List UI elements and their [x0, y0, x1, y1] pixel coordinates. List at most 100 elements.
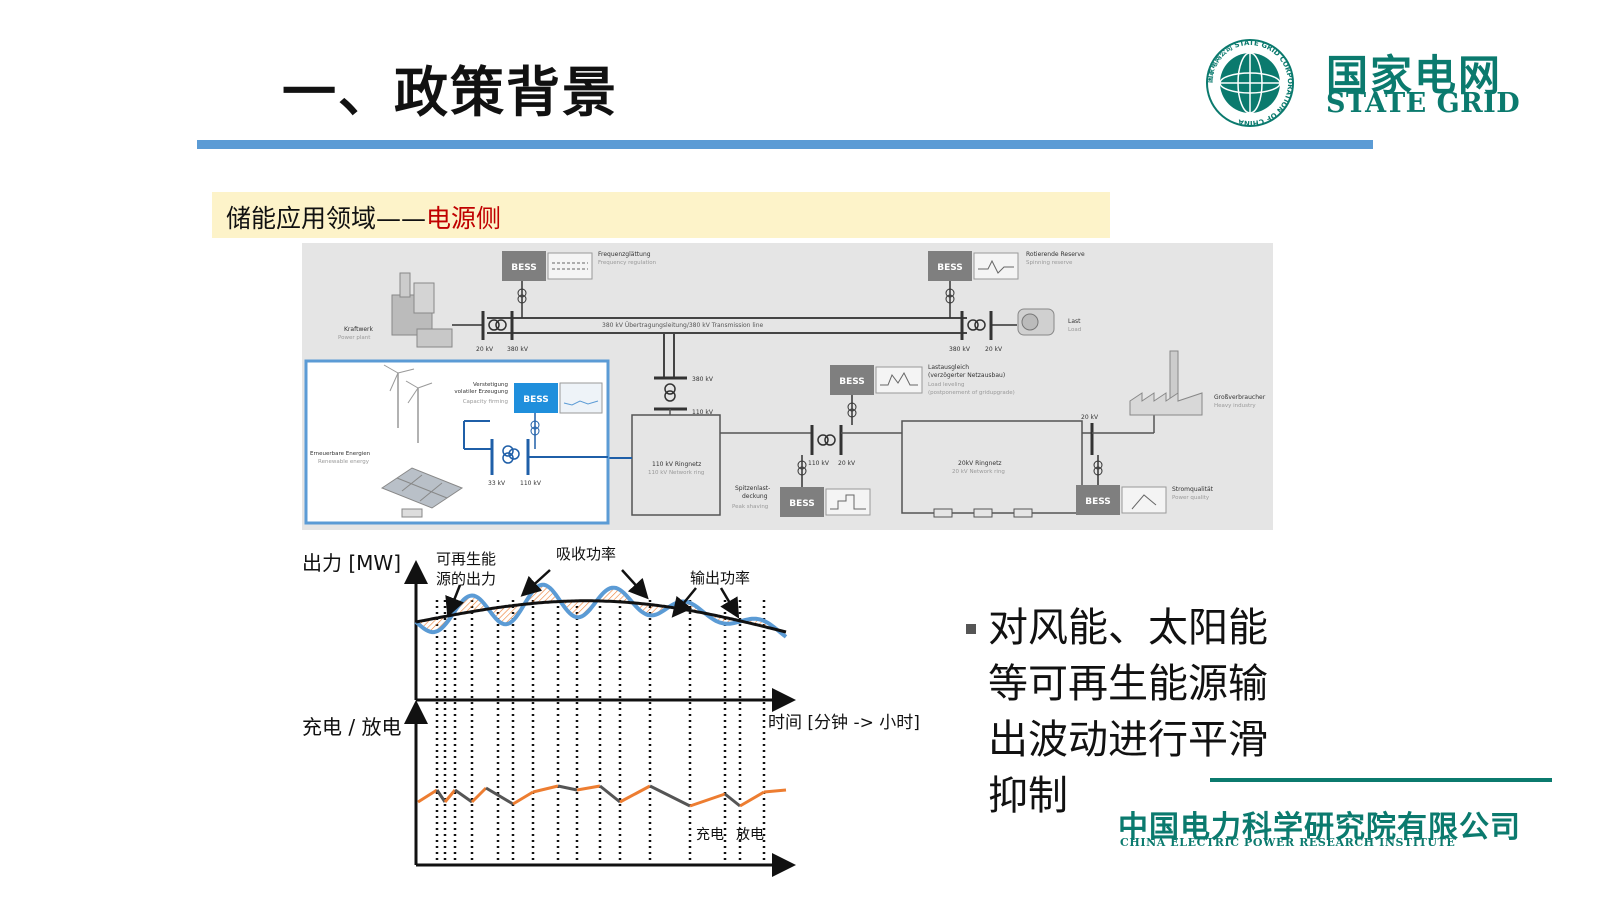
plant-label-de: Kraftwerk — [344, 326, 374, 333]
sawtooth-segment — [454, 788, 473, 804]
reserve-label-en: Spinning reserve — [1026, 260, 1073, 266]
frequency-label-de: Frequenzglättung — [598, 251, 651, 258]
charge-label: 充电 — [696, 827, 724, 843]
bess-quality-label: BESS — [1085, 497, 1111, 507]
sub-110kv-label: 110 kV — [808, 460, 830, 467]
peak-label-1: Spitzenlast- — [735, 485, 770, 492]
renewable-substation: 33 kV 110 kV — [463, 413, 608, 487]
footer-rule — [1210, 778, 1552, 782]
sawtooth-segment — [724, 792, 741, 808]
wind-turbine-icon — [383, 364, 433, 443]
quality-label-en: Power quality — [1172, 495, 1210, 501]
heavy-20kv-label: 20 kV — [1081, 414, 1099, 421]
mid-380kv-label: 380 kV — [692, 376, 714, 383]
bess-peak-shaving: BESS — [780, 455, 871, 517]
bess-reserve-label: BESS — [937, 263, 963, 273]
sub-20kv-label: 20 kV — [838, 460, 856, 467]
section-banner — [212, 192, 1110, 238]
peak-label-3: Peak shaving — [732, 504, 768, 510]
logo-en-text: STATE GRID — [1326, 88, 1521, 119]
sawtooth-segment — [417, 788, 438, 804]
reserve-label-de: Rotierende Reserve — [1026, 251, 1085, 258]
sawtooth-segment — [557, 784, 578, 792]
factory-icon — [1129, 350, 1203, 416]
ring-20kv — [901, 420, 1092, 518]
institute-name-en: CHINA ELECTRIC POWER RESEARCH INSTITUTE — [1120, 836, 1456, 849]
grid-bess-diagram: 380 kV Übertragungsleitung/380 kV Transm… — [302, 243, 1273, 530]
sawtooth-segment — [763, 788, 787, 794]
bullet-marker — [966, 624, 976, 634]
leveling-label-2: (verzögerter Netzausbau) — [928, 372, 1005, 379]
mid-110kv-label: 110 kV — [692, 409, 714, 416]
renewable-output-label-2: 源的出力 — [436, 570, 496, 588]
sawtooth-segment — [599, 784, 621, 804]
time-guide-lines — [435, 600, 766, 865]
leveling-label-1: Lastausgleich — [928, 364, 969, 371]
renewable-inset: 33 kV 110 kV BESS — [304, 359, 610, 525]
bullet-text: 对风能、太阳能等可再生能源输出波动进行平滑抑制 — [988, 605, 1268, 819]
bess-frequency-label: BESS — [511, 263, 537, 273]
left-20kv-label: 20 kV — [476, 346, 494, 353]
section-highlight: 电源侧 — [426, 204, 502, 233]
sawtooth-segment — [485, 786, 514, 806]
sawtooth-segment — [689, 792, 726, 808]
bess-power-quality: BESS — [1076, 455, 1167, 515]
leveling-label-4: (postponement of gridupgrade) — [928, 390, 1015, 396]
heavy-industry-substation: 20 kV — [1081, 413, 1155, 455]
slide-title: 一、政策背景 — [282, 61, 618, 124]
top-y-label: 出力 [MW] — [302, 551, 401, 575]
right-substation: 380 kV 20 kV — [949, 311, 1017, 353]
ring110-label-de: 110 kV Ringnetz — [652, 461, 701, 468]
discharge-label: 放电 — [736, 827, 764, 843]
sawtooth-segment — [435, 789, 447, 803]
sawtooth-segment — [532, 784, 559, 794]
sawtooth-segment — [470, 786, 488, 804]
smoothing-charts: 出力 [MW] 可再生能 源的出力 吸收功率 输出功率 充电 / 放电 时间 [… — [302, 545, 920, 877]
right-380kv-label: 380 kV — [949, 346, 971, 353]
renewable-label-de: Erneuerbare Energien — [310, 451, 371, 457]
inset-110kv-label: 110 kV — [520, 480, 542, 487]
sawtooth-segment — [576, 784, 601, 792]
quality-label-de: Stromqualität — [1172, 486, 1214, 493]
renewable-output-label-1: 可再生能 — [436, 550, 496, 568]
heavy-label-de: Großverbraucher — [1214, 394, 1266, 401]
load-label-de: Last — [1068, 318, 1081, 325]
ring20-label-en: 20 kV Network ring — [952, 469, 1005, 475]
power-plant-icon — [391, 272, 453, 348]
load-motor-icon — [1017, 308, 1055, 336]
sawtooth-segment — [512, 790, 534, 806]
bess-reserve: BESS — [928, 251, 1019, 318]
renewable-output-curve — [414, 582, 788, 639]
time-axis-label: 时间 [分钟 -> 小时] — [768, 713, 920, 733]
left-380kv-label: 380 kV — [507, 346, 529, 353]
charge-discharge-sawtooth — [417, 784, 787, 808]
leveling-label-3: Load leveling — [928, 382, 965, 388]
heavy-label-en: Heavy industry — [1214, 403, 1256, 409]
bess-load-leveling: BESS — [830, 365, 923, 425]
left-substation: 20 kV 380 kV — [452, 311, 529, 353]
renewable-label-en: Renewable energy — [318, 459, 370, 465]
transmission-line-label: 380 kV Übertragungsleitung/380 kV Transm… — [602, 322, 764, 329]
ring20-label-de: 20kV Ringnetz — [958, 460, 1002, 467]
institute-name-cn: 中国电力科学研究院有限公司 — [1118, 810, 1521, 845]
section-title: 储能应用领域——电源侧 — [226, 199, 501, 235]
bess-frequency: BESS — [502, 251, 593, 318]
output-power-label: 输出功率 — [690, 569, 750, 587]
sawtooth-segment — [619, 784, 651, 804]
bottom-y-label: 充电 / 放电 — [302, 715, 401, 739]
ring110-label-en: 110 kV Network ring — [648, 470, 704, 476]
bess-peak-label: BESS — [789, 499, 815, 509]
frequency-label-en: Frequency regulation — [598, 260, 657, 266]
plant-label-en: Power plant — [338, 335, 371, 341]
solar-panel-icon — [380, 467, 464, 518]
firming-label-2: volatiler Erzeugung — [454, 389, 508, 395]
annotation-arrows — [445, 569, 740, 619]
substation-110-20: 110 kV 20 kV — [808, 425, 902, 467]
firming-label-1: Verstetigung — [473, 382, 508, 388]
absorb-power-label: 吸收功率 — [556, 545, 616, 563]
logo-cn-text: 国家电网 — [1326, 51, 1503, 100]
bess-firming-label: BESS — [523, 395, 549, 405]
state-grid-globe-icon: 国家电网公司 STATE GRID CORPORATION OF CHINA — [1205, 39, 1294, 127]
sawtooth-segment — [649, 784, 691, 808]
load-label-en: Load — [1068, 327, 1081, 333]
